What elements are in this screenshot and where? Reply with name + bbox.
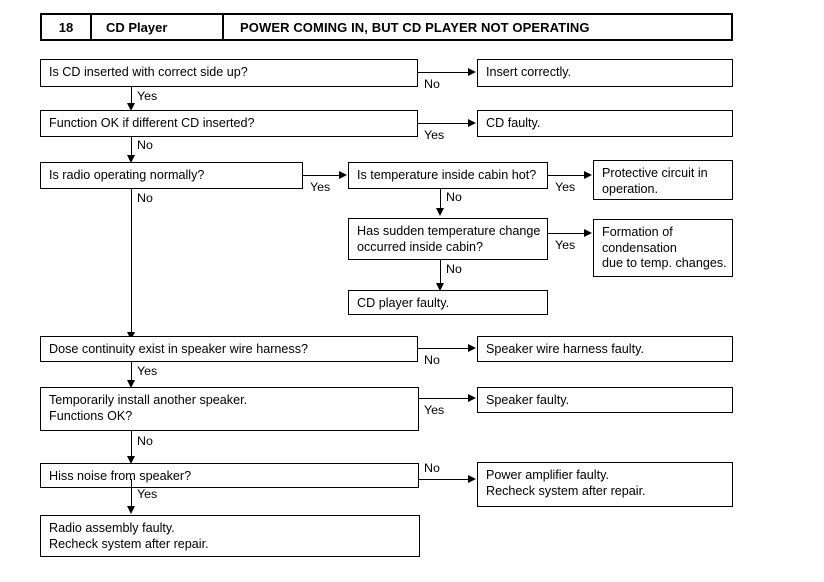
header-title: POWER COMING IN, BUT CD PLAYER NOT OPERA… [240,19,590,35]
edge-q4-yes [548,175,585,176]
edge-q8-yes [131,479,132,509]
edge-q7-yes [419,398,469,399]
node-speaker-continuity-question: Dose continuity exist in speaker wire ha… [40,336,418,362]
arrowhead-q8-no [468,475,476,483]
edge-label-q2-no: No [137,138,153,152]
arrowhead-q8-yes [127,506,135,514]
edge-q1-yes [131,87,132,106]
node-cd-faulty: CD faulty. [477,110,733,137]
edge-q3-yes [303,175,340,176]
edge-q6-no [418,348,469,349]
edge-label-q3-no: No [137,191,153,205]
arrowhead-q2-no [127,155,135,163]
node-condensation-formation: Formation of condensation due to temp. c… [593,219,733,277]
edge-q5-yes [548,233,585,234]
arrowhead-q3-yes [339,171,347,179]
arrowhead-q5-yes [584,229,592,237]
node-power-amplifier-faulty: Power amplifier faulty. Recheck system a… [477,462,733,507]
node-radio-operating-question: Is radio operating normally? [40,162,303,189]
edge-q6-yes [131,362,132,382]
edge-label-q2-yes: Yes [424,128,445,142]
node-cd-inserted-question: Is CD inserted with correct side up? [40,59,418,87]
arrowhead-q4-no [436,208,444,216]
header-table: 18 CD Player POWER COMING IN, BUT CD PLA… [40,13,733,41]
edge-q8-no [419,479,469,480]
node-harness-faulty: Speaker wire harness faulty. [477,336,733,362]
edge-label-q7-yes: Yes [424,403,445,417]
edge-label-q7-no: No [137,434,153,448]
arrowhead-q4-yes [584,171,592,179]
edge-label-q8-yes: Yes [137,487,158,501]
node-another-speaker-question: Temporarily install another speaker. Fun… [40,387,419,431]
edge-label-q4-yes: Yes [555,180,576,194]
edge-q2-no [131,137,132,157]
node-protective-circuit: Protective circuit in operation. [593,160,733,200]
edge-label-q1-no: No [424,77,440,91]
edge-label-q6-no: No [424,353,440,367]
edge-q2-yes [418,123,469,124]
edge-label-q3-yes: Yes [310,180,331,194]
node-radio-assembly-faulty: Radio assembly faulty. Recheck system af… [40,515,420,557]
node-different-cd-question: Function OK if different CD inserted? [40,110,418,137]
edge-label-q8-no: No [424,461,440,475]
node-hiss-noise-question: Hiss noise from speaker? [40,463,419,488]
node-insert-correctly: Insert correctly. [477,59,733,87]
header-number: 18 [42,15,92,39]
arrowhead-q7-yes [468,394,476,402]
arrowhead-q6-yes [127,380,135,388]
node-speaker-faulty: Speaker faulty. [477,387,733,413]
edge-label-q5-no: No [446,262,462,276]
arrowhead-q2-yes [468,119,476,127]
header-system: CD Player [92,15,224,39]
edge-q4-no [440,189,441,210]
edge-label-q6-yes: Yes [137,364,158,378]
edge-q5-no [440,260,441,285]
node-cabin-temperature-question: Is temperature inside cabin hot? [348,162,548,189]
edge-q7-no [131,431,132,459]
edge-q1-no [418,72,469,73]
node-cd-player-faulty: CD player faulty. [348,290,548,315]
node-sudden-temp-change-question: Has sudden temperature change occurred i… [348,218,548,260]
edge-label-q5-yes: Yes [555,238,576,252]
edge-q3-no [131,189,132,335]
edge-label-q1-yes: Yes [137,89,158,103]
arrowhead-q1-no [468,68,476,76]
edge-label-q4-no: No [446,190,462,204]
arrowhead-q5-no [436,283,444,291]
arrowhead-q7-no [127,456,135,464]
arrowhead-q1-yes [127,103,135,111]
arrowhead-q6-no [468,344,476,352]
